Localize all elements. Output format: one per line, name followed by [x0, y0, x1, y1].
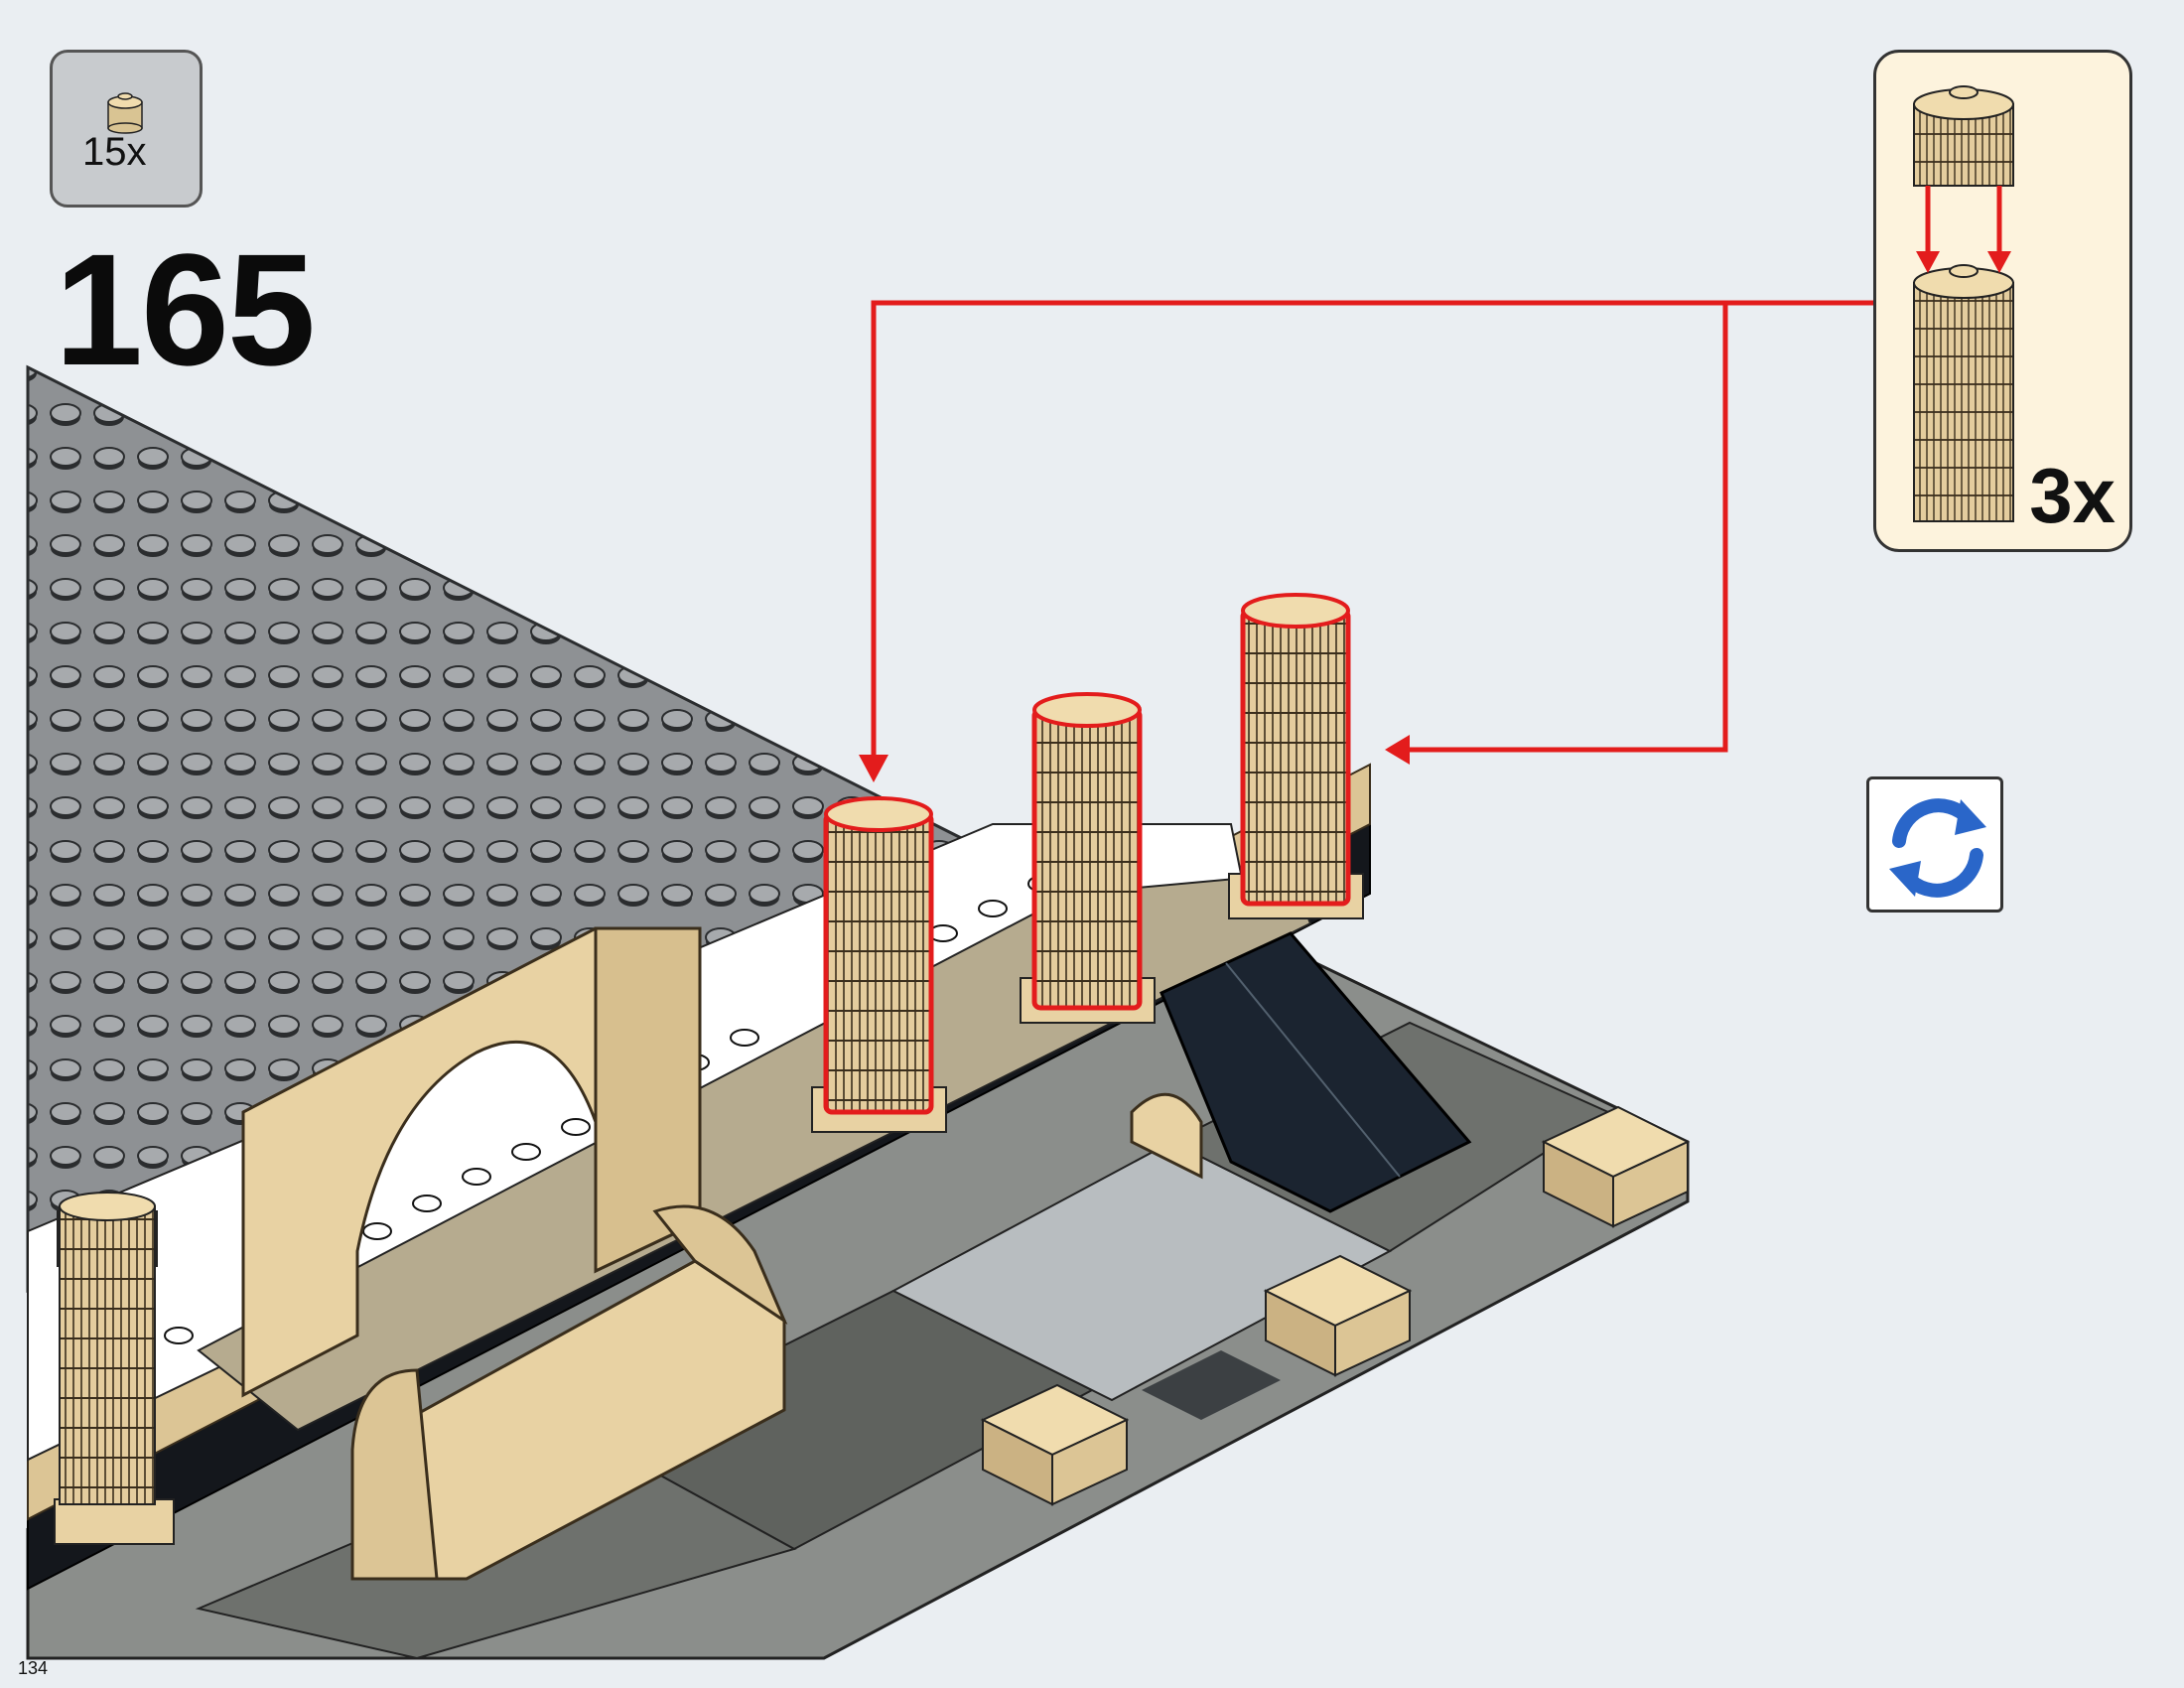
- tan-curve-slope: [1130, 1092, 1203, 1180]
- new-column-3: [1228, 593, 1364, 919]
- parts-list-box: 15x: [50, 50, 203, 208]
- page-number: 134: [18, 1658, 49, 1678]
- round-tile-2x2-icon: [107, 92, 143, 134]
- tan-arch: [241, 926, 702, 1398]
- arrow-head-left: [1385, 735, 1410, 765]
- arrow-head-down: [859, 755, 888, 782]
- new-column-1: [811, 796, 947, 1133]
- step-number: 165: [55, 220, 316, 398]
- column-subassembly-icon: [1913, 85, 2014, 522]
- tan-column: [54, 1192, 175, 1545]
- tan-bench: [350, 1204, 788, 1581]
- placement-arrows: [871, 300, 1876, 755]
- tan-brick-2x2: [1541, 1105, 1691, 1228]
- rotate-model-indicator: [1866, 776, 2003, 913]
- parts-quantity: 15x: [82, 130, 147, 174]
- new-column-2: [1020, 692, 1156, 1024]
- rotate-model-icon: [1889, 798, 1986, 898]
- tan-brick-2x2: [980, 1383, 1130, 1506]
- callout-quantity: 3x: [2029, 452, 2116, 539]
- tan-brick-2x2: [1263, 1254, 1413, 1377]
- subassembly-callout: 3x: [1873, 50, 2132, 552]
